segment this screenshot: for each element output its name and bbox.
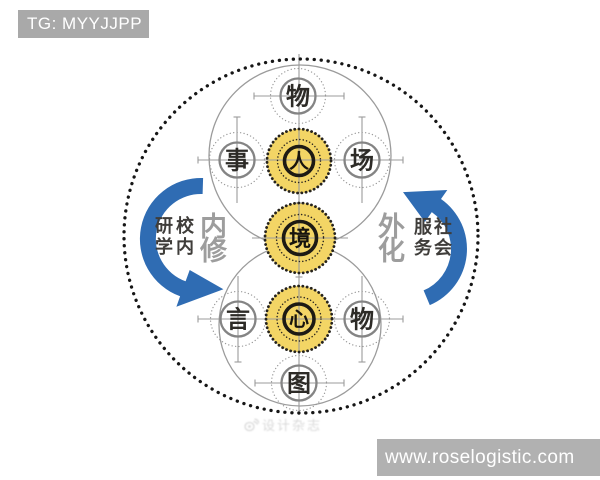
node-label-object-top: 物 bbox=[286, 82, 310, 110]
weibo-eye-icon bbox=[244, 417, 259, 431]
white-node-rings bbox=[208, 67, 391, 412]
watermark-text: 设计杂志 bbox=[262, 419, 323, 434]
right-flow-line2: 社会 bbox=[431, 217, 452, 259]
node-label-speech: 言 bbox=[226, 305, 250, 333]
right-flow-line1: 服务 bbox=[411, 217, 432, 259]
right-upward-arrow bbox=[403, 190, 467, 306]
watermark: 设计杂志 bbox=[243, 415, 322, 434]
left-downward-arrow bbox=[139, 177, 224, 307]
tag-banner: TG: MYYJJPP bbox=[18, 10, 149, 38]
url-banner-label: www.roselogistic.com bbox=[385, 447, 575, 468]
node-label-person: 人 bbox=[289, 149, 310, 173]
node-label-environment: 境 bbox=[289, 226, 311, 252]
yellow-node-rings bbox=[263, 127, 337, 354]
node-label-object-right: 物 bbox=[350, 305, 374, 333]
outer-dotted-boundary-circle bbox=[122, 57, 480, 415]
node-label-image: 图 bbox=[287, 369, 311, 397]
node-label-heart: 心 bbox=[289, 307, 309, 331]
left-flow-line1: 研学 bbox=[152, 216, 173, 258]
crosshair-lines bbox=[197, 54, 404, 415]
left-flow-title: 内修 bbox=[195, 212, 226, 260]
url-banner: www.roselogistic.com bbox=[377, 439, 600, 476]
right-flow-title: 外化 bbox=[373, 212, 404, 260]
node-label-affair: 事 bbox=[225, 146, 249, 174]
left-flow-line2: 校内 bbox=[173, 216, 194, 258]
node-label-place: 场 bbox=[350, 146, 374, 174]
tag-banner-label: TG: MYYJJPP bbox=[27, 14, 143, 33]
